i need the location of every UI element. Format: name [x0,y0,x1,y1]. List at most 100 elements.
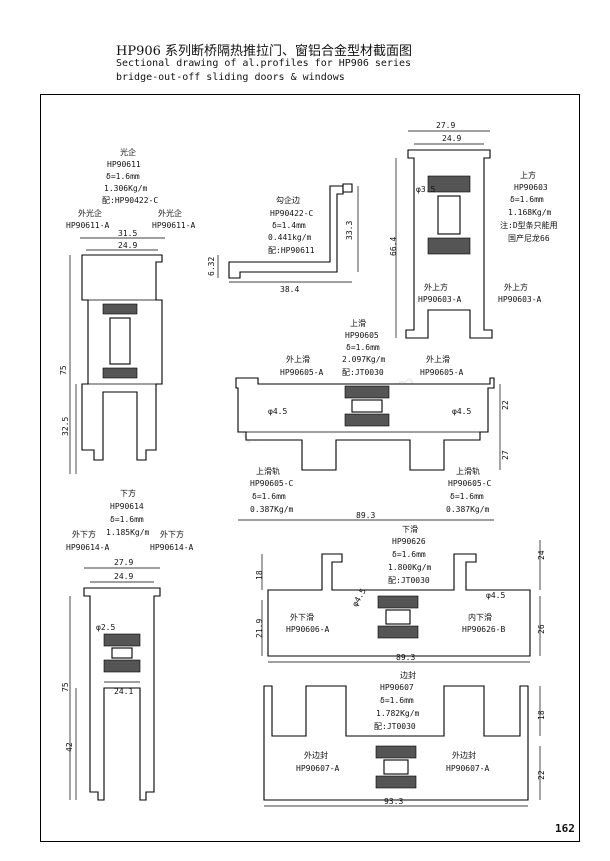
sf-a-name-right: 外上方 [504,282,528,292]
gqb-dim-2: 33.3 [345,221,354,240]
xf-dim-2: 24.9 [114,572,133,581]
xh-code: HP90626 [392,537,426,546]
xh-left-code: HP90606-A [286,625,330,634]
gkq-dim-2: 24.9 [118,241,137,250]
xf-left-name: 外下方 [72,529,96,539]
xh-height-3: 21.9 [255,619,264,638]
sh-dia-right: φ4.5 [452,407,471,416]
bf-weight: 1.782Kg/m [376,709,420,718]
xh-height-2: 24 [537,550,546,560]
page-subtitle-en: Sectional drawing of al.profiles for HP9… [116,58,412,69]
gkq-thickness: δ=1.6mm [106,172,140,181]
xf-dim-4: 24.1 [114,687,133,696]
sf-a-code-left: HP90603-A [418,295,462,304]
xh-name: 下滑 [402,524,418,534]
sh-height-2: 27 [501,450,510,460]
xh-height-1: 18 [255,570,264,580]
gkq-left-name: 外光企 [78,208,102,218]
drawing-frame [40,94,580,842]
gqb-dim-1: 6.32 [207,257,216,276]
bf-code: HP90607 [380,683,414,692]
sh-rail-l-weight: 0.387Kg/m [250,505,294,514]
sf-dim-1: 27.9 [436,121,455,130]
profile-xf: 下方 HP90614 δ=1.6mm 1.185Kg/m 外下方 HP90614… [61,488,194,801]
xf-right-name: 外下方 [160,529,184,539]
sh-rail-l-code: HP90605-C [250,479,294,488]
gkq-weight: 1.306Kg/m [104,184,148,193]
sh-rail-r-weight: 0.387Kg/m [446,505,490,514]
bf-height-2: 22 [537,770,546,780]
xh-dia-right: φ4.5 [486,591,505,600]
xf-thickness: δ=1.6mm [110,515,144,524]
xh-right-code: HP90626-B [462,625,506,634]
gqb-weight: 0.441kg/m [268,233,312,242]
xf-right-code: HP90614-A [150,543,194,552]
xh-height-4: 26 [537,624,546,634]
profile-gkq: 光企 HP90611 δ=1.6mm 1.306Kg/m 配:HP90422-C… [59,147,196,474]
sh-pei: 配:JT0030 [342,368,384,377]
sf-dim-2: 24.9 [442,134,461,143]
xf-weight: 1.185Kg/m [106,528,150,537]
gqb-code: HP90422-C [270,209,314,218]
sh-rail-l-thickness: δ=1.6mm [252,492,286,501]
sh-left-name: 外上滑 [286,354,310,364]
sf-a-code-right: HP90603-A [498,295,542,304]
sf-a-name-left: 外上方 [424,282,448,292]
sf-dim-3: φ3.5 [416,185,435,194]
gkq-right-name: 外光企 [158,208,182,218]
xh-thickness: δ=1.6mm [392,550,426,559]
gkq-left-code: HP90611-A [66,221,110,230]
bf-left-code: HP90607-A [296,764,340,773]
xf-dim-1: 27.9 [114,558,133,567]
xf-dim-6: 42 [65,742,74,752]
sf-thickness: δ=1.6mm [510,195,544,204]
gkq-right-code: HP90611-A [152,221,196,230]
sf-dim-4: 66.4 [389,237,398,256]
sh-dia-left: φ4.5 [268,407,287,416]
xh-pei: 配:JT0030 [388,576,430,585]
bf-left-name: 外边封 [304,750,328,760]
sh-code: HP90605 [345,331,379,340]
bf-height-1: 18 [537,710,546,720]
sh-rail-r-code: HP90605-C [448,479,492,488]
xf-name: 下方 [120,488,136,498]
xf-dim-5: 75 [61,682,70,692]
sh-rail-r-thickness: δ=1.6mm [450,492,484,501]
gqb-name: 勾企边 [276,195,300,205]
bf-right-code: HP90607-A [446,764,490,773]
sh-rail-r-name: 上滑轨 [456,466,480,476]
page-title: HP906 系列断桥隔热推拉门、窗铝合金型材截面图 [116,44,413,59]
gkq-code: HP90611 [107,160,141,169]
sh-height-1: 22 [501,400,510,410]
profile-sf: 27.9 24.9 φ3.5 66.4 上方 HP90603 δ=1.6mm 1… [389,121,558,339]
gkq-dim-1: 31.5 [118,229,137,238]
sh-name: 上滑 [350,318,366,328]
gqb-pei: 配:HP90611 [268,246,315,255]
gkq-dim-4: 32.5 [61,417,70,436]
xh-left-name: 外下滑 [290,612,314,622]
sh-rail-l-name: 上滑轨 [256,466,280,476]
gkq-pei: 配:HP90422-C [102,196,158,205]
xh-width: 89.3 [396,653,415,662]
sf-name: 上方 [520,170,536,180]
page-subtitle-en-2: bridge-out-off sliding doors & windows [116,72,345,83]
profile-gqb: 勾企边 HP90422-C δ=1.4mm 0.441kg/m 配:HP9061… [207,183,359,294]
page-number: 162 [555,822,575,835]
xf-dim-3: φ2.5 [96,623,115,632]
profile-xh: 下滑 HP90626 δ=1.6mm 1.800Kg/m 配:JT0030 外下… [255,524,546,663]
gkq-dim-3: 75 [59,365,68,375]
sf-note-2: 国产尼龙66 [508,233,550,243]
xf-code: HP90614 [110,502,144,511]
xf-left-code: HP90614-A [66,543,110,552]
sf-weight: 1.168Kg/m [508,208,552,217]
sh-width: 89.3 [356,511,375,520]
sh-weight: 2.097Kg/m [342,355,386,364]
sh-thickness: δ=1.6mm [346,343,380,352]
bf-right-name: 外边封 [452,750,476,760]
sh-left-code: HP90605-A [280,368,324,377]
sf-note-1: 注:D型条只能用 [500,220,558,230]
profile-sh: 上滑 HP90605 δ=1.6mm 2.097Kg/m 配:JT0030 外上… [235,318,510,521]
gqb-dim-3: 38.4 [280,285,299,294]
gkq-name: 光企 [120,147,136,157]
bf-name: 边封 [400,670,416,680]
